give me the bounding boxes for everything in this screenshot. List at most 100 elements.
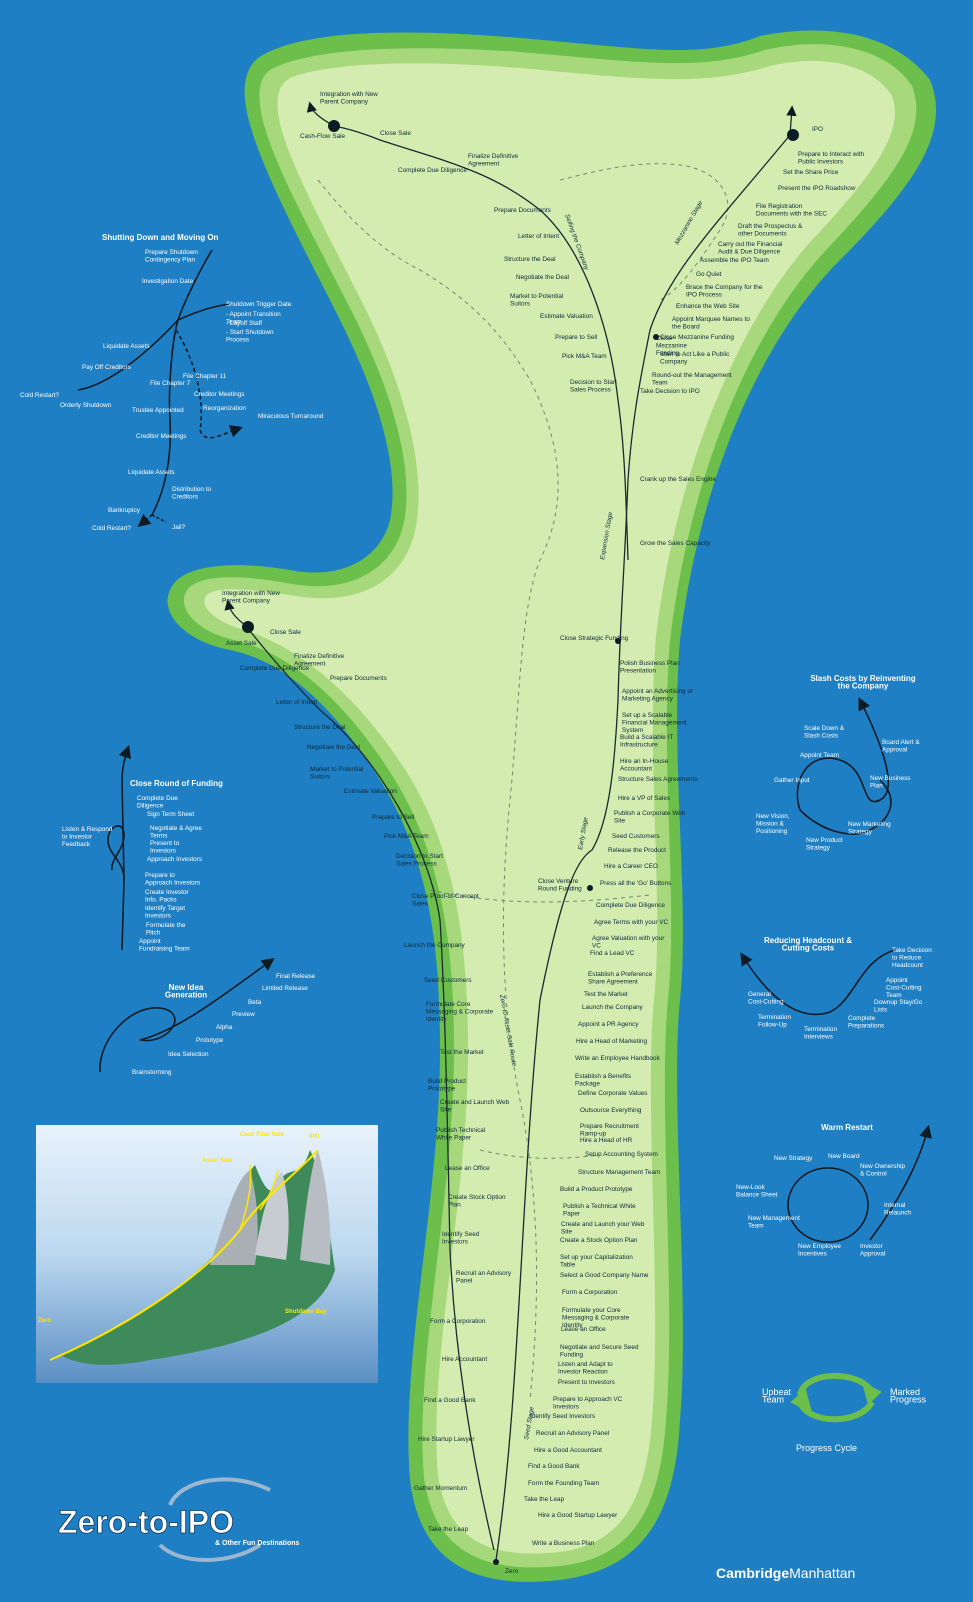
asset-route-step: Seed Customers (424, 977, 472, 984)
asset-route-step: Take the Leap (428, 1526, 469, 1533)
main-route-step: Write an Employee Handbook (575, 1055, 661, 1062)
shutdown-label: Cold Restart? (92, 525, 132, 532)
cashflow-route-step: Pick M&A Team (562, 353, 607, 360)
main-route-step: Create a Stock Option Plan (560, 1237, 638, 1244)
main-route-step: Form a Corporation (562, 1289, 618, 1296)
cashflow-route-step: Prepare Documents (494, 207, 551, 214)
milestone-dot-icon (587, 885, 593, 891)
main-route-step: Lease an Office (561, 1326, 606, 1333)
milestone-dot-icon (493, 1559, 499, 1565)
shutdown-label: File Chapter 7 (150, 380, 191, 387)
inset-label: Cash Flow Sale (240, 1132, 285, 1138)
idea-label: Idea Selection (168, 1051, 209, 1058)
shutdown-label: - Layoff Staff (226, 320, 262, 327)
idea-label: Final Release (276, 973, 316, 980)
cashflow-route-step: Close Sale (380, 130, 411, 137)
main-route-step: Define Corporate Values (578, 1090, 648, 1097)
main-route-step: Seed Customers (612, 833, 660, 840)
slash-label: Appoint Team (800, 752, 839, 759)
main-route-step: Present to Investors (558, 1379, 615, 1386)
milestone-dot-icon (615, 638, 621, 644)
shutdown-label: Trustee Appointed (132, 407, 184, 414)
brand: CambridgeManhattan (716, 1565, 855, 1581)
shutdown-label: Jail? (172, 524, 186, 531)
cashflow-route-step: Structure the Deal (504, 256, 556, 263)
main-route-step: Take Decision to IPO (640, 388, 700, 395)
asset-route-step: Form a Corporation (430, 1318, 486, 1325)
restart-label: New Strategy (774, 1155, 813, 1162)
island (167, 30, 936, 1582)
shutdown-label: Orderly Shutdown (60, 402, 112, 409)
headcount-diagram (740, 949, 896, 1016)
main-route-step: Build a Product Prototype (560, 1186, 633, 1193)
asset-route-step: Prepare Documents (330, 675, 387, 682)
shutdown-label: File Chapter 11 (183, 373, 227, 380)
main-route-step: Press all the 'Go' Buttons (600, 880, 671, 887)
routes (224, 101, 797, 1561)
idea-label: Beta (248, 999, 262, 1006)
slash-label: New Vision,Mission &Positioning (756, 813, 790, 835)
logo-title: Zero-to-IPO (58, 1504, 234, 1540)
main-route-step: Hire a Career CEO (604, 863, 658, 870)
milestone-dot-icon (242, 621, 254, 633)
idea-label: Brainstorming (132, 1069, 172, 1076)
asset-route-step: Prepare to Sell (372, 814, 414, 821)
milestone-label: Zero (505, 1568, 519, 1575)
main-route-line (495, 134, 791, 1561)
main-route-step: Release the Product (608, 847, 666, 854)
shutdown-label: Pay Off Creditors (82, 364, 131, 371)
slash-label: Scale Down &Slash Costs (804, 725, 845, 740)
asset-route-step: Hire Startup Lawyer (418, 1436, 475, 1443)
logo-subtitle: & Other Fun Destinations (215, 1540, 300, 1547)
main-route-step: Recruit an Advisory Panel (536, 1430, 609, 1437)
main-route-step: Hire a Good Accountant (534, 1447, 602, 1454)
funding-label: Approach Investors (147, 856, 202, 863)
main-route-step: Close Mezzanine Funding (660, 334, 734, 341)
shutdown-label: Liquidate Assets (103, 343, 150, 350)
asset-route-step: Test the Market (440, 1049, 484, 1056)
restart-heading: Warm Restart (821, 1123, 873, 1132)
shutdown-label: Bankruptcy (108, 507, 141, 514)
